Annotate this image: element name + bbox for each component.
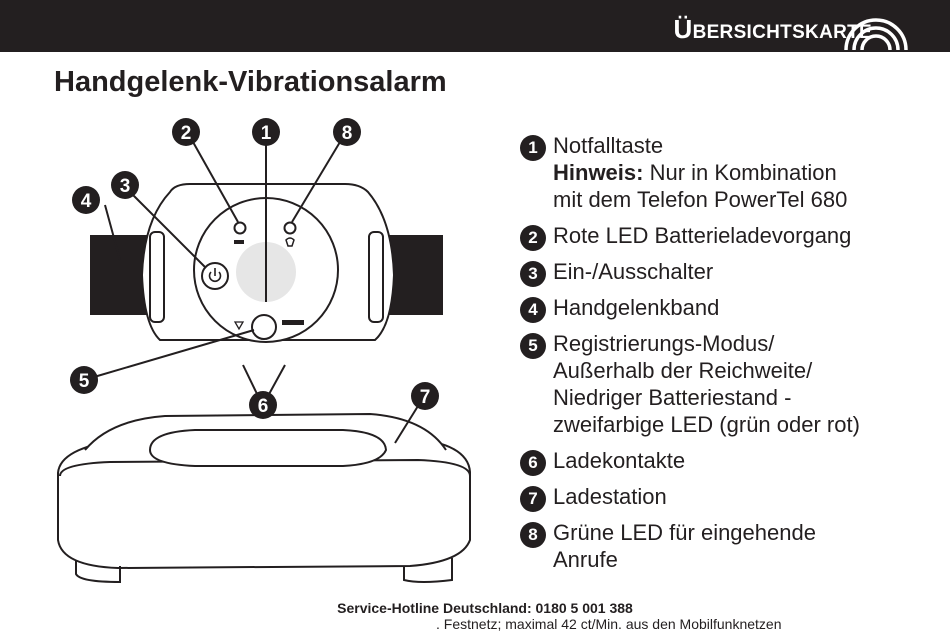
svg-text:8: 8: [342, 123, 353, 144]
header-title-rest: BERSICHTSKARTE: [692, 22, 872, 43]
legend-item: 4 Handgelenkband: [520, 294, 940, 323]
legend-number: 1: [520, 135, 546, 161]
legend-item: 1 Notfalltaste Hinweis: Nur in Kombinati…: [520, 132, 940, 213]
legend-number: 4: [520, 297, 546, 323]
legend-text: Niedriger Batteriestand -: [553, 385, 792, 410]
legend-text: Grüne LED für eingehende: [553, 520, 816, 545]
svg-text:4: 4: [81, 191, 92, 212]
device-illustration: 1 2 3 4 5 6 7 8: [57, 118, 471, 584]
legend-text: Registrierungs-Modus/: [553, 331, 775, 356]
svg-text:5: 5: [79, 371, 90, 392]
legend-note: Hinweis: Nur in Kombination: [553, 159, 940, 186]
legend-text: zweifarbige LED (grün oder rot): [553, 412, 860, 437]
callout-2: 2: [172, 118, 200, 146]
legend-item: 5 Registrierungs-Modus/ Außerhalb der Re…: [520, 330, 940, 438]
legend-item: 3 Ein-/Ausschalter: [520, 258, 940, 287]
callout-6: 6: [249, 391, 277, 419]
registration-led: [251, 314, 277, 340]
legend-text: Ladekontakte: [553, 448, 686, 473]
callout-1: 1: [252, 118, 280, 146]
footer-hotline: Service-Hotline Deutschland: 0180 5 001 …: [0, 600, 950, 616]
signal-icon: [233, 321, 245, 331]
legend-text: Rote LED Batterieladevorgang: [553, 223, 852, 248]
header-title: ÜBERSICHTSKARTE: [673, 14, 872, 45]
footer-pricing: . Festnetz; maximal 42 ct/Min. aus den M…: [436, 616, 782, 632]
callout-4: 4: [72, 186, 100, 214]
legend-number: 5: [520, 333, 546, 359]
callout-7: 7: [411, 382, 439, 410]
hotline-label: Service-Hotline Deutschland: [337, 600, 527, 616]
page-title: Handgelenk-Vibrationsalarm: [54, 66, 447, 98]
svg-text:7: 7: [420, 387, 431, 408]
hotline-number: : 0180 5 001 388: [526, 600, 633, 616]
legend-text: Außerhalb der Reichweite/: [553, 358, 813, 383]
svg-text:1: 1: [261, 123, 272, 144]
legend-number: 2: [520, 225, 546, 251]
legend-item: 7 Ladestation: [520, 483, 940, 512]
legend-item: 2 Rote LED Batterieladevorgang: [520, 222, 940, 251]
battery-icon: [234, 240, 244, 244]
svg-text:2: 2: [181, 123, 192, 144]
led-red: [233, 221, 247, 235]
led-green: [283, 221, 297, 235]
header-title-initial: Ü: [673, 14, 693, 44]
charging-cradle: [148, 429, 388, 467]
concentric-arc-logo-icon: [844, 18, 908, 51]
legend-note-text: mit dem Telefon PowerTel 680: [553, 187, 848, 212]
power-icon: [208, 268, 222, 283]
phone-ring-icon: [285, 237, 295, 247]
alarm-icon: [282, 320, 304, 325]
legend-note-label: Hinweis:: [553, 160, 644, 185]
legend-item: 6 Ladekontakte: [520, 447, 940, 476]
callout-8: 8: [333, 118, 361, 146]
legend-list: 1 Notfalltaste Hinweis: Nur in Kombinati…: [520, 132, 940, 582]
svg-text:3: 3: [120, 176, 131, 197]
callout-5: 5: [70, 366, 98, 394]
legend-number: 3: [520, 261, 546, 287]
legend-note-text: Nur in Kombination: [643, 160, 837, 185]
legend-text: Handgelenkband: [553, 295, 720, 320]
legend-item: 8 Grüne LED für eingehende Anrufe: [520, 519, 940, 573]
callout-3: 3: [111, 171, 139, 199]
legend-text: Ein-/Ausschalter: [553, 259, 714, 284]
legend-text: Notfalltaste: [553, 133, 664, 158]
svg-text:6: 6: [258, 396, 269, 417]
legend-text: Ladestation: [553, 484, 667, 509]
legend-number: 7: [520, 486, 546, 512]
legend-number: 8: [520, 522, 546, 548]
legend-number: 6: [520, 450, 546, 476]
header-bar: ÜBERSICHTSKARTE: [0, 0, 950, 52]
legend-text: Anrufe: [553, 547, 618, 572]
